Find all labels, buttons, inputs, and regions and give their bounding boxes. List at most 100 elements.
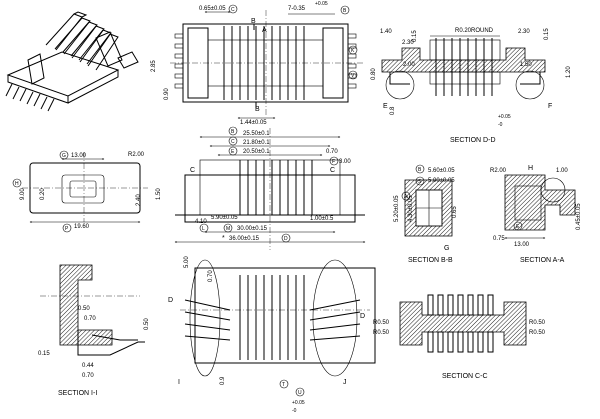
- tol-plus: +0.05: [292, 400, 305, 406]
- dim-020: 0.20: [40, 188, 46, 200]
- pin-view-fins: [239, 275, 305, 360]
- bubble-c-front: [228, 136, 238, 146]
- detail-circle-e: [385, 70, 415, 100]
- dim-230-b: 2.30: [518, 29, 530, 35]
- dim-500: 5.00±0.05: [428, 178, 455, 184]
- bubble-c-label: C: [231, 7, 235, 13]
- dim-08: 0.8: [390, 106, 396, 115]
- dim-285: 2.85: [151, 60, 157, 72]
- bubble-b-bb: [415, 164, 425, 174]
- svg-text:E: E: [231, 149, 235, 155]
- dim-300: 3.00: [339, 159, 351, 165]
- section-cc: R0.50 R0.50 R0.50 R0.50 SECTION C-C: [373, 294, 546, 380]
- section-cc-fins-top: [427, 294, 494, 316]
- letter-c-left: C: [190, 167, 195, 174]
- dim-200: 2.00: [403, 62, 415, 68]
- letter-a-top: A: [262, 27, 267, 34]
- letter-b-bottom: B: [255, 106, 260, 113]
- svg-text:C: C: [231, 139, 235, 145]
- svg-text:D: D: [284, 236, 288, 242]
- dim-3600: 36.00±0.15: [229, 236, 260, 242]
- bubble-e-front: [228, 146, 238, 156]
- bubble-g-end: [59, 150, 69, 160]
- section-dd-fins: [435, 38, 493, 96]
- dim-045: 0.45±0.05: [576, 203, 582, 230]
- dim-520: 5.20±0.05: [394, 195, 400, 222]
- dim-144: 1.44±0.05: [240, 120, 267, 126]
- pin-view: D D I J 5.00 0.70 0.9 +0.05 -0 T U: [168, 256, 376, 414]
- letter-star: *: [222, 235, 225, 242]
- letter-h: H: [528, 165, 533, 172]
- dim-2180: 21.80±0.1: [243, 140, 270, 146]
- top-view-fins: [223, 26, 305, 100]
- bubble-b-label: B: [343, 8, 347, 14]
- section-cc-fins-bottom: [427, 331, 494, 353]
- front-view: 25.50±0.1 21.80±0.1 20.50±0.1 0.70 3.00 …: [156, 126, 366, 250]
- section-cc-title: SECTION C-C: [442, 373, 488, 380]
- dim-r050-b: R0.50: [373, 330, 390, 336]
- bubble-b: [340, 5, 350, 15]
- bubble-f-front: [329, 156, 339, 166]
- svg-text:P: P: [65, 226, 69, 232]
- dim-065: 0.65±0.05: [199, 6, 226, 12]
- dim-100: 1.00: [556, 168, 568, 174]
- svg-text:L: L: [202, 226, 205, 232]
- bubble-v-label: V: [351, 73, 355, 79]
- svg-text:H: H: [15, 181, 19, 187]
- tol-minus: -0: [498, 122, 503, 128]
- tol-minus: -0: [292, 408, 297, 414]
- svg-text:E: E: [516, 224, 520, 230]
- bubble-t-pin: [279, 379, 289, 389]
- svg-text:A: A: [404, 194, 408, 200]
- dim-430: 4.30±0.05: [408, 195, 414, 222]
- section-aa: R2.00 1.00 H 0.45±0.05 0.75 13.00 E SECT…: [490, 165, 582, 264]
- bubble-k: [348, 45, 358, 55]
- dim-080: 0.80: [371, 68, 377, 80]
- end-view: 13.00 R2.00 9.00 0.20 2.40 19.60 G H P: [12, 150, 148, 233]
- dim-560: 5.60±0.05: [428, 168, 455, 174]
- letter-d-right: D: [360, 313, 365, 320]
- dim-070: 0.70: [84, 316, 96, 322]
- dim-590: 5.90±0.05: [211, 215, 238, 221]
- letter-f: F: [548, 103, 552, 110]
- bubble-s-bb: [415, 176, 425, 186]
- bubble-d-front: [281, 233, 291, 243]
- dim-500: 5.00: [184, 256, 190, 268]
- detail-ellipse-j: [312, 259, 358, 377]
- dim-070: 0.70: [326, 149, 338, 155]
- letter-j: J: [343, 379, 347, 386]
- letter-c-right: C: [330, 167, 335, 174]
- detail-circle-h: [540, 177, 566, 203]
- dim-2050: 20.50±0.1: [243, 149, 270, 155]
- dim-120: 1.20: [566, 66, 572, 78]
- letter-g: G: [444, 245, 449, 252]
- svg-text:S: S: [418, 179, 422, 185]
- svg-text:U: U: [298, 390, 302, 396]
- dim-3000: 30.00±0.15: [237, 226, 268, 232]
- svg-text:T: T: [282, 382, 285, 388]
- bubble-m-front: [223, 223, 233, 233]
- bubble-a-bb: [401, 191, 411, 201]
- front-view-fins: [239, 160, 313, 215]
- section-aa-title: SECTION A-A: [520, 257, 565, 264]
- bubble-h-end: [12, 178, 22, 188]
- letter-e: E: [383, 103, 388, 110]
- dim-090: 0.90: [164, 88, 170, 100]
- pin-view-leads: [184, 299, 361, 341]
- dim-r200: R2.00: [128, 152, 145, 158]
- section-ii: 0.50 0.70 0.15 0.44 0.70 0.50 SECTION I-…: [38, 264, 150, 397]
- dim-070b: 0.70: [82, 373, 94, 379]
- dim-1960: 19.60: [74, 224, 90, 230]
- dim-900: 9.00: [20, 188, 26, 200]
- dim-1300: 13.00: [71, 153, 87, 159]
- svg-text:B: B: [418, 167, 422, 173]
- isometric-bobbin-view: [5, 11, 139, 112]
- tol-plus: +0.05: [498, 114, 511, 120]
- letter-b-top: B: [251, 18, 256, 25]
- top-view-pins-left: [174, 33, 184, 89]
- dim-r050-a: R0.50: [373, 320, 390, 326]
- dim-r050-d: R0.50: [529, 330, 546, 336]
- bubble-b-front: [228, 126, 238, 136]
- dim-050: 0.50: [144, 318, 150, 330]
